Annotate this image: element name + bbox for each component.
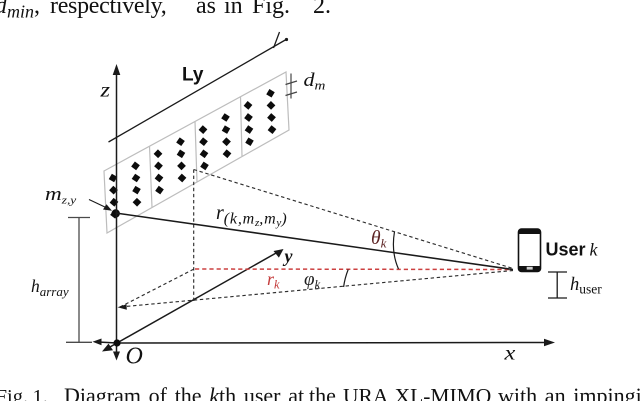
svg-text:k: k — [590, 240, 599, 260]
svg-text:1.: 1. — [33, 386, 48, 401]
svg-text:2.: 2. — [313, 0, 331, 19]
svg-text:with an impinging: with an impinging — [498, 383, 640, 401]
svg-text:dmin,: dmin, — [0, 0, 40, 22]
svg-text:O: O — [126, 344, 143, 370]
svg-text:in: in — [224, 0, 243, 19]
svg-text:as: as — [196, 0, 216, 19]
svg-text:the: the — [309, 383, 336, 401]
svg-text:Diagram of the kth user at: Diagram of the kth user at — [64, 383, 304, 401]
svg-text:Fig.: Fig. — [252, 0, 290, 19]
svg-text:User: User — [546, 240, 586, 260]
svg-text:z: z — [99, 79, 110, 101]
svg-text:x: x — [503, 342, 515, 364]
svg-text:respectively,: respectively, — [50, 0, 167, 19]
svg-text:Fig.: Fig. — [0, 386, 28, 401]
svg-text:y: y — [283, 246, 294, 266]
svg-text:URA XL-MIMO: URA XL-MIMO — [343, 384, 491, 401]
svg-text:Ly: Ly — [182, 65, 204, 86]
